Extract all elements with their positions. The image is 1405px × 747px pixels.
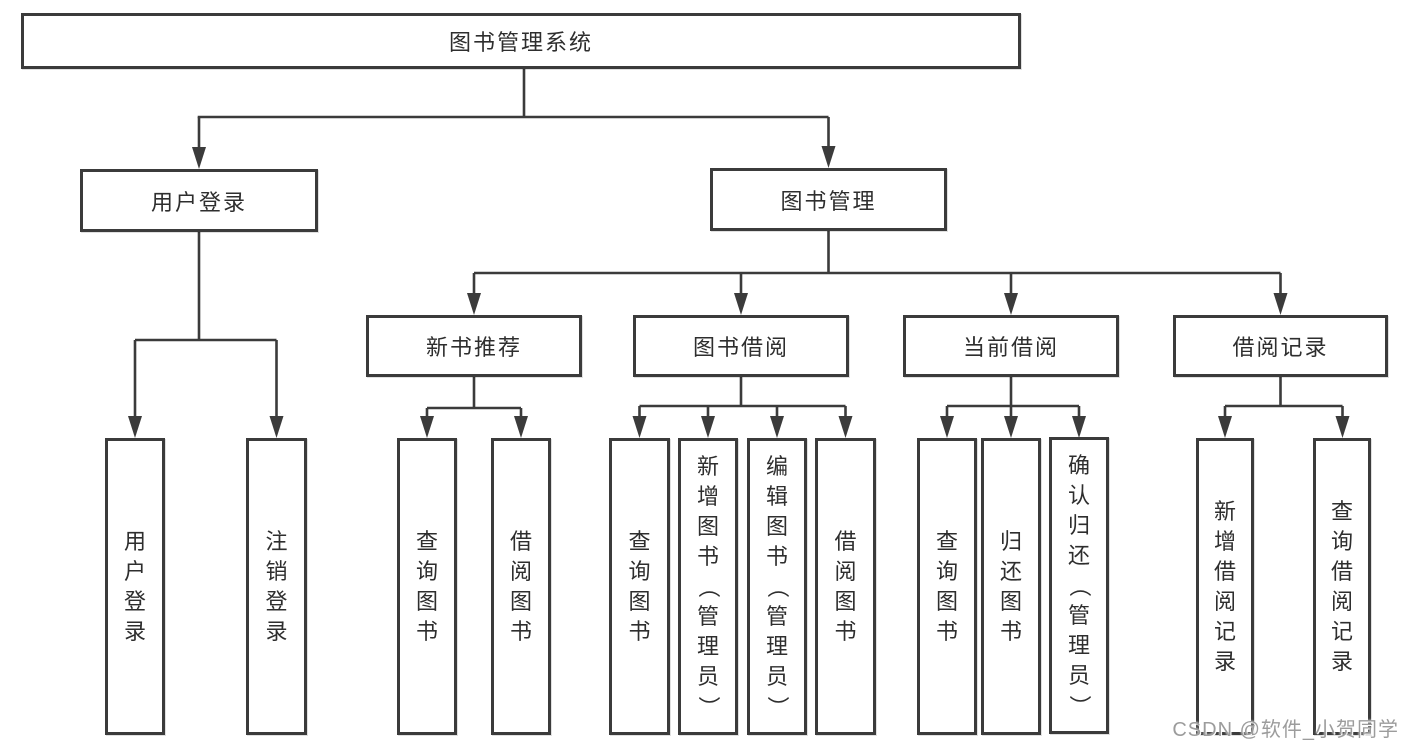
leaf-label: 归还图书 [999, 528, 1022, 644]
leaf-edit-books-admin: 编辑图书（管理员） [747, 438, 807, 735]
node-book-borrowing: 图书借阅 [633, 315, 849, 377]
leaf-label: 确认归还（管理员） [1066, 452, 1092, 717]
leaf-label: 借阅图书 [509, 528, 532, 644]
leaf-logout: 注销登录 [246, 438, 307, 735]
csdn-watermark: CSDN @软件_小贺同学 [1172, 719, 1399, 741]
node-book-management: 图书管理 [710, 168, 947, 231]
node-library-management-system: 图书管理系统 [21, 13, 1021, 69]
leaf-add-borrow-record: 新增借阅记录 [1196, 438, 1254, 735]
leaf-query-books-current: 查询图书 [917, 438, 977, 735]
leaf-label: 查询图书 [415, 528, 438, 644]
node-label: 当前借阅 [962, 335, 1059, 360]
leaf-borrow-books-recommend: 借阅图书 [491, 438, 551, 735]
leaf-query-borrow-record: 查询借阅记录 [1313, 438, 1371, 735]
leaf-label: 新增图书（管理员） [695, 453, 721, 718]
node-user-login: 用户登录 [80, 169, 318, 232]
leaf-label: 新增借阅记录 [1213, 498, 1236, 674]
node-borrowing-records: 借阅记录 [1173, 315, 1388, 377]
node-label: 借阅记录 [1232, 335, 1329, 360]
node-new-book-recommendation: 新书推荐 [366, 315, 582, 377]
leaf-user-login: 用户登录 [105, 438, 165, 735]
node-label: 图书管理系统 [448, 30, 593, 55]
node-label: 新书推荐 [425, 335, 522, 360]
leaf-query-books-borrowing: 查询图书 [609, 438, 670, 735]
leaf-label: 用户登录 [123, 528, 146, 644]
leaf-confirm-return-admin: 确认归还（管理员） [1049, 437, 1109, 734]
leaf-label: 注销登录 [265, 528, 288, 644]
node-label: 图书管理 [780, 188, 877, 214]
leaf-borrow-books: 借阅图书 [815, 438, 876, 735]
leaf-add-books-admin: 新增图书（管理员） [678, 438, 738, 735]
leaf-query-books-recommend: 查询图书 [397, 438, 457, 735]
node-label: 图书借阅 [692, 335, 789, 360]
leaf-return-books: 归还图书 [981, 438, 1041, 735]
leaf-label: 编辑图书（管理员） [764, 453, 790, 718]
leaf-label: 查询图书 [628, 528, 651, 644]
leaf-label: 借阅图书 [834, 528, 857, 644]
leaf-label: 查询借阅记录 [1330, 498, 1353, 674]
leaf-label: 查询图书 [935, 528, 958, 644]
node-current-borrowing: 当前借阅 [903, 315, 1119, 377]
arrowheads [128, 146, 1350, 438]
node-label: 用户登录 [150, 189, 247, 215]
